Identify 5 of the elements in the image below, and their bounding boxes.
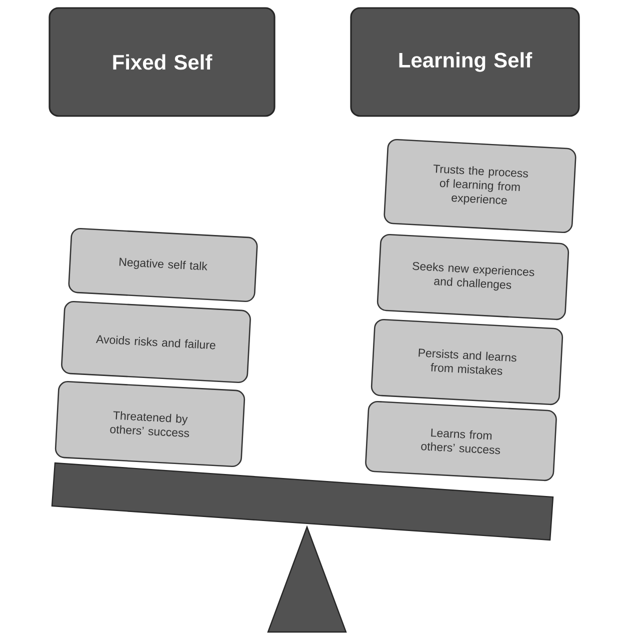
trait-box: Negative self talk: [68, 228, 258, 302]
header-box: Fixed Self: [48, 7, 276, 117]
header-box: Learning Self: [350, 7, 580, 117]
trait-box: Learns from others’ success: [365, 400, 557, 482]
trait-box: Avoids risks and failure: [61, 301, 251, 383]
